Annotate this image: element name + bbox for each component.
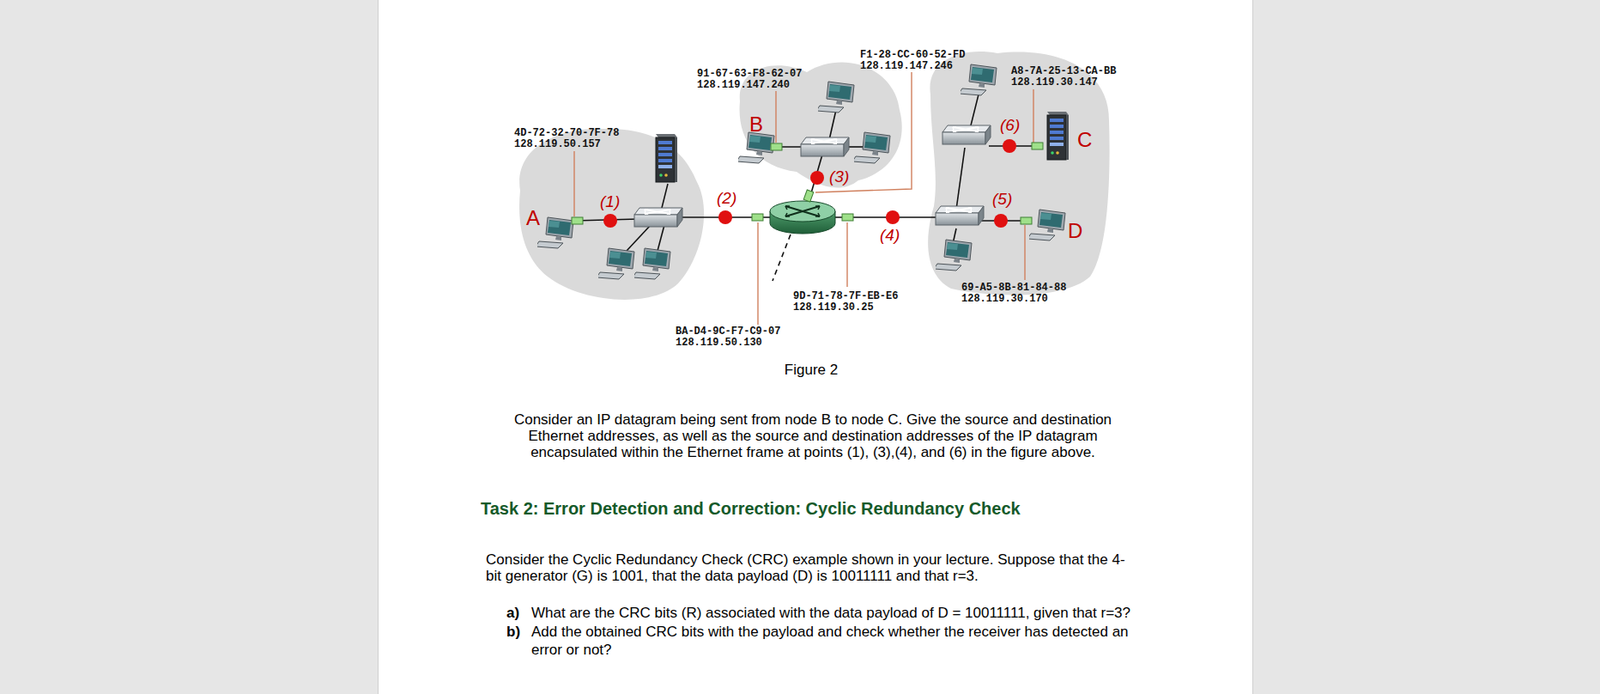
mac-address: 9D-71-78-7F-EB-E6 bbox=[793, 290, 898, 303]
item-text: What are the CRC bits (R) associated wit… bbox=[531, 603, 1150, 622]
callout-number: (3) bbox=[829, 167, 849, 187]
mac-address: F1-28-CC-60-52-FD bbox=[860, 49, 965, 61]
item-marker: a) bbox=[506, 603, 520, 622]
ip-address: 128.119.30.147 bbox=[1011, 77, 1098, 89]
observation-point bbox=[603, 139, 1017, 228]
subnet-region bbox=[519, 51, 1110, 300]
figure-caption: Figure 2 bbox=[725, 361, 897, 379]
callout-number: (5) bbox=[992, 189, 1013, 209]
switch-icon bbox=[634, 125, 991, 227]
router-icon bbox=[769, 200, 836, 234]
task-text: Consider the Cyclic Redundancy Check (CR… bbox=[485, 551, 1139, 584]
task-heading: Task 2: Error Detection and Correction: … bbox=[480, 497, 1021, 519]
ip-address: 128.119.147.240 bbox=[696, 79, 790, 91]
node-letter: B bbox=[749, 112, 764, 137]
ip-address: 128.119.30.170 bbox=[961, 293, 1049, 305]
node-letter: D bbox=[1067, 218, 1083, 243]
ip-address: 128.119.30.25 bbox=[793, 302, 874, 314]
mac-address: 4D-72-32-70-7F-78 bbox=[514, 127, 619, 140]
node-letter: C bbox=[1077, 127, 1092, 152]
mac-address: 69-A5-8B-81-84-88 bbox=[961, 282, 1067, 294]
item-text: Add the obtained CRC bits with the paylo… bbox=[531, 622, 1133, 659]
node-letter: A bbox=[526, 206, 540, 231]
host-icon bbox=[535, 64, 1066, 279]
ip-address: 128.119.50.130 bbox=[675, 337, 763, 349]
mac-address: BA-D4-9C-F7-C9-07 bbox=[675, 326, 781, 338]
ip-address: 128.119.147.246 bbox=[860, 60, 953, 73]
item-marker: b) bbox=[506, 622, 521, 641]
mac-address: 91-67-63-F8-62-07 bbox=[696, 68, 802, 80]
ip-address: 128.119.50.157 bbox=[514, 139, 601, 151]
interface-card bbox=[571, 142, 1043, 225]
more-links bbox=[772, 234, 791, 281]
callout-number: (4) bbox=[879, 225, 900, 245]
mac-address: A8-7A-25-13-CA-BB bbox=[1011, 66, 1116, 78]
question-text: Consider an IP datagram being sent from … bbox=[485, 411, 1140, 461]
callout-number: (1) bbox=[600, 192, 620, 212]
callout-number: (2) bbox=[716, 188, 737, 208]
server-icon bbox=[655, 111, 1069, 182]
callout-number: (6) bbox=[1000, 115, 1020, 135]
network-link bbox=[573, 94, 1041, 251]
